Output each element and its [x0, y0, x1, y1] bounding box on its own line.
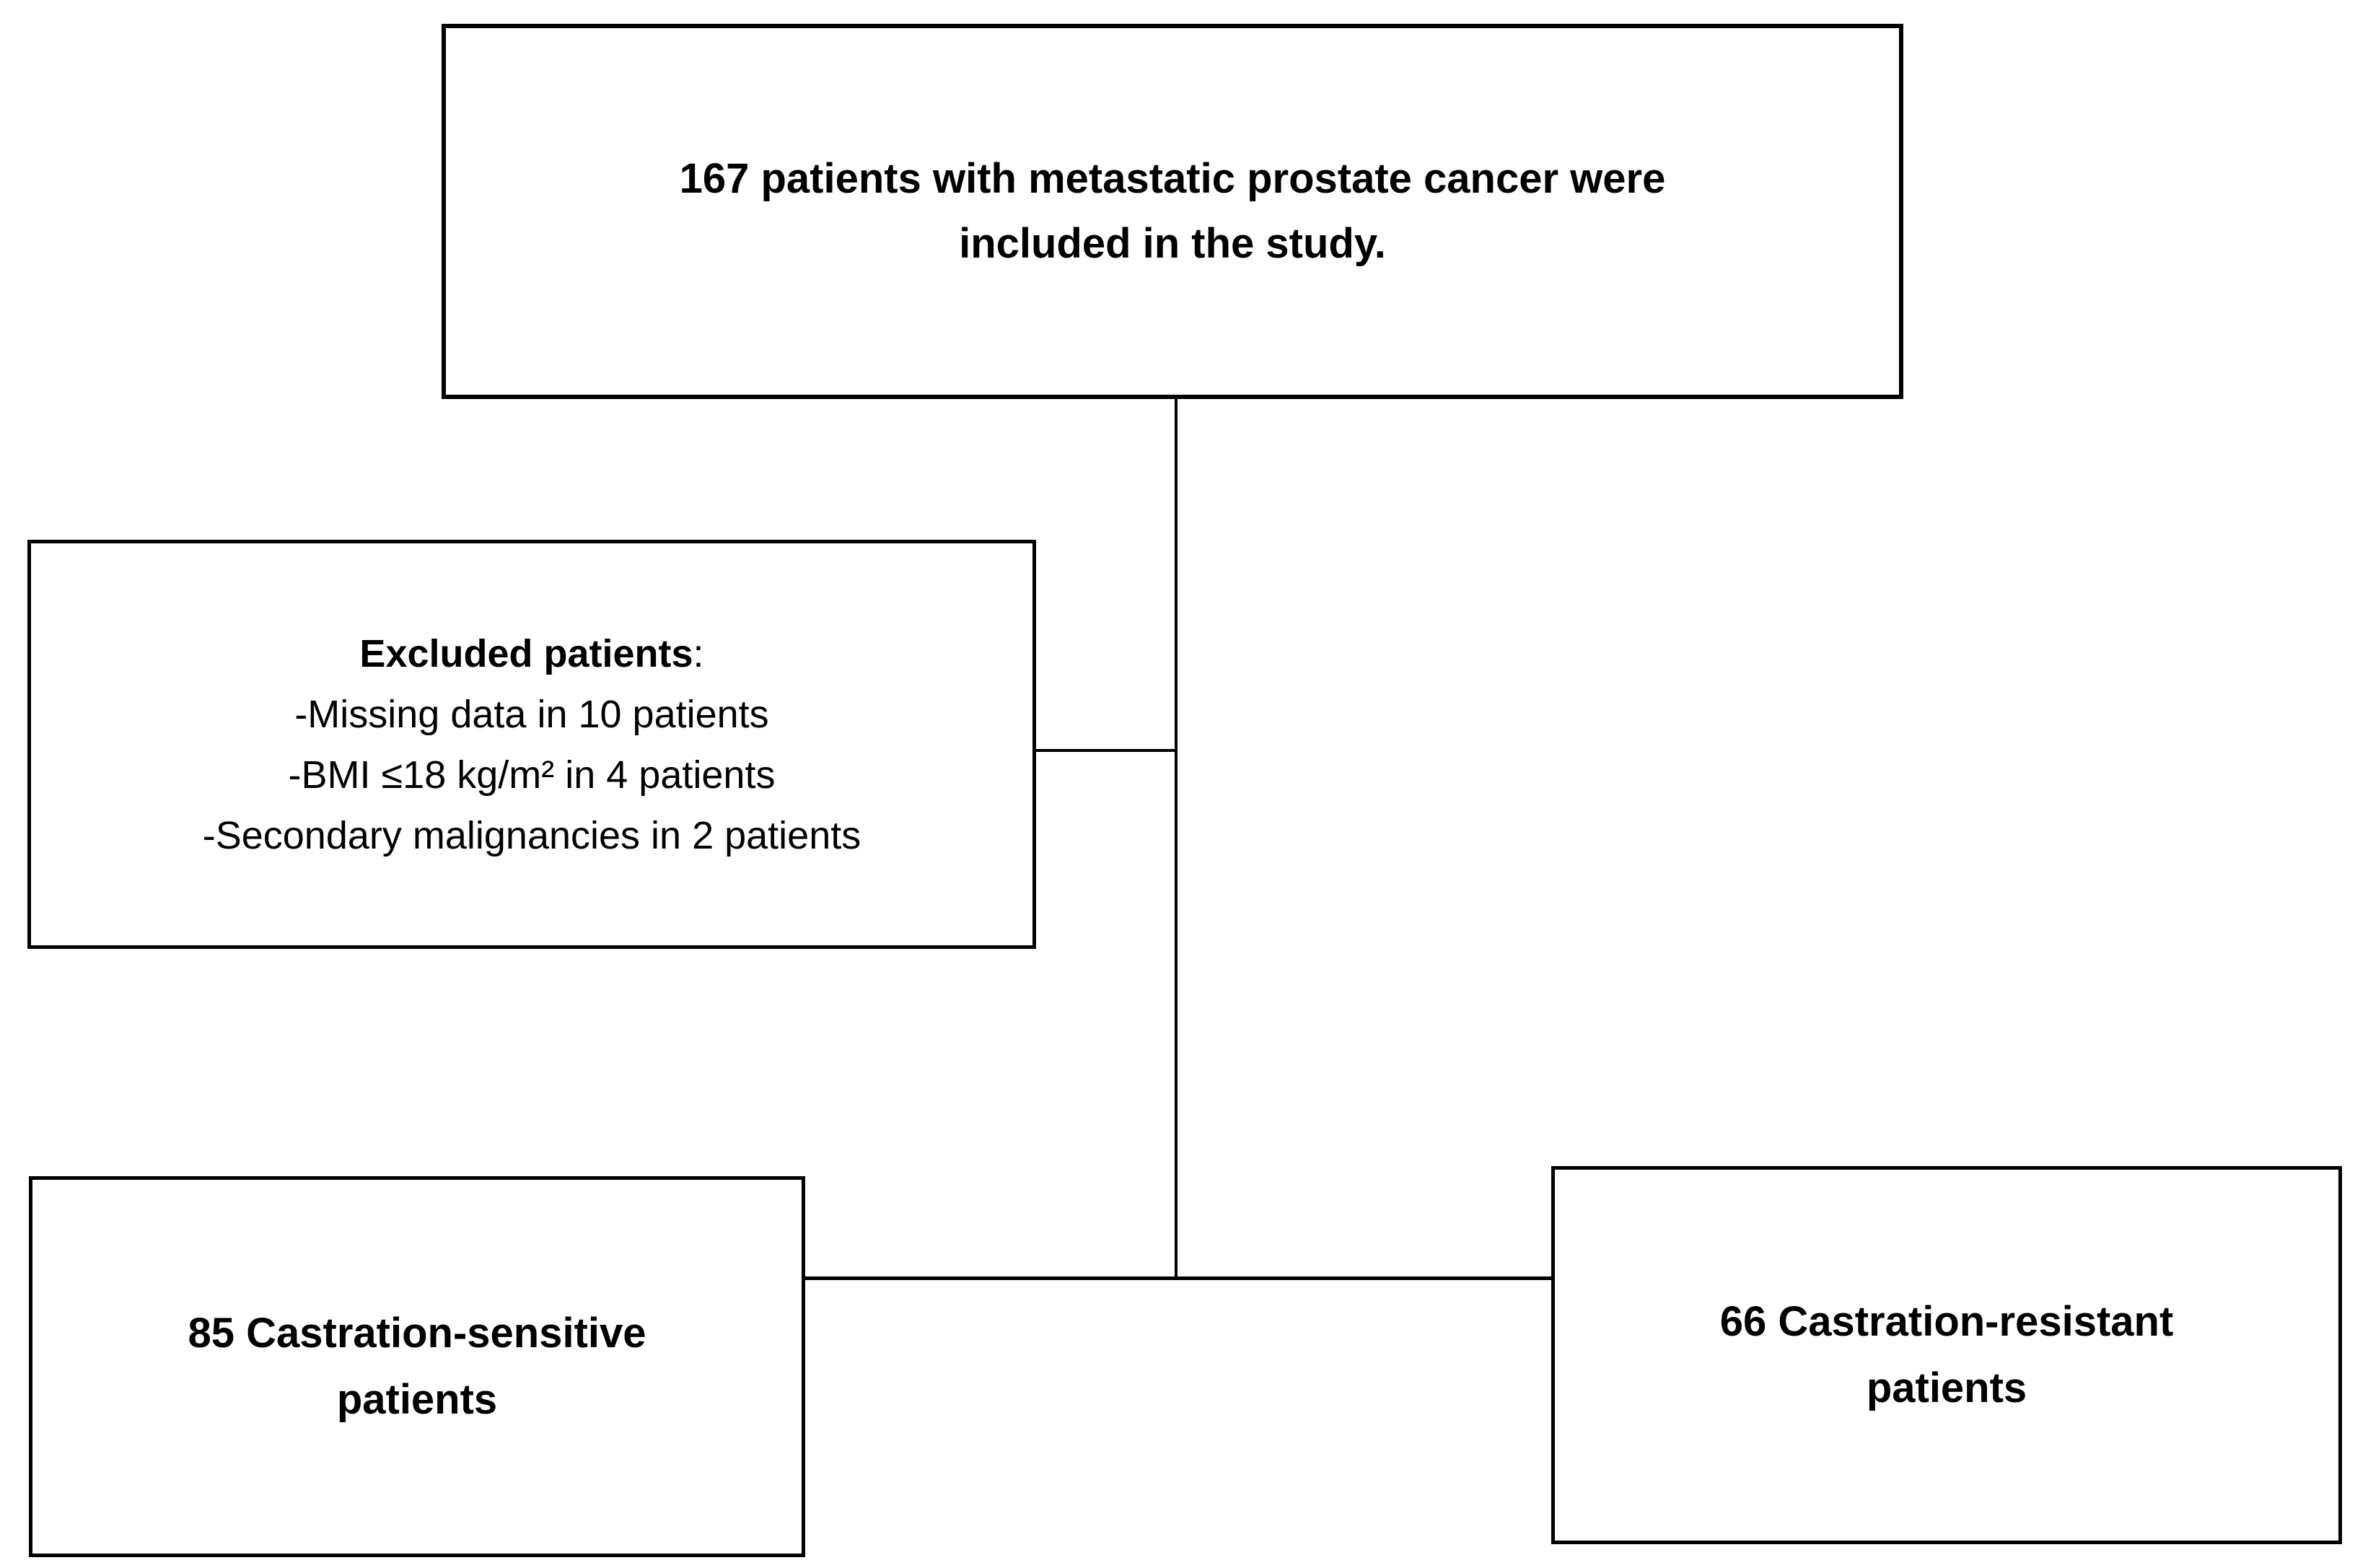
- excluded-patients-heading-text: Excluded patients: [359, 631, 693, 675]
- connector-excluded-line: [1036, 749, 1178, 752]
- excluded-item-missing-data: -Missing data in 10 patients: [294, 692, 769, 736]
- excluded-item-secondary-malignancies: -Secondary malignancies in 2 patients: [202, 813, 861, 857]
- connector-bottom-line: [805, 1276, 1551, 1280]
- excluded-patients-box: Excluded patients: -Missing data in 10 p…: [27, 540, 1036, 949]
- excluded-patients-heading-colon: :: [693, 631, 704, 675]
- included-patients-text-line-1: 167 patients with metastatic prostate ca…: [679, 155, 1666, 202]
- castration-resistant-text-line-1: 66 Castration-resistant: [1719, 1298, 2174, 1345]
- castration-sensitive-text-line-1: 85 Castration-sensitive: [188, 1310, 646, 1357]
- castration-sensitive-text-line-2: patients: [336, 1376, 498, 1423]
- connector-vertical-line: [1175, 399, 1178, 1280]
- excluded-item-bmi: -BMI ≤18 kg/m² in 4 patients: [288, 753, 776, 797]
- included-patients-box: 167 patients with metastatic prostate ca…: [442, 24, 1903, 399]
- castration-resistant-text-line-2: patients: [1866, 1365, 2027, 1411]
- castration-resistant-box: 66 Castration-resistant patients: [1551, 1166, 2342, 1544]
- excluded-patients-heading: Excluded patients:: [359, 623, 703, 684]
- castration-sensitive-box: 85 Castration-sensitive patients: [29, 1176, 805, 1557]
- included-patients-text-line-2: included in the study.: [959, 220, 1386, 267]
